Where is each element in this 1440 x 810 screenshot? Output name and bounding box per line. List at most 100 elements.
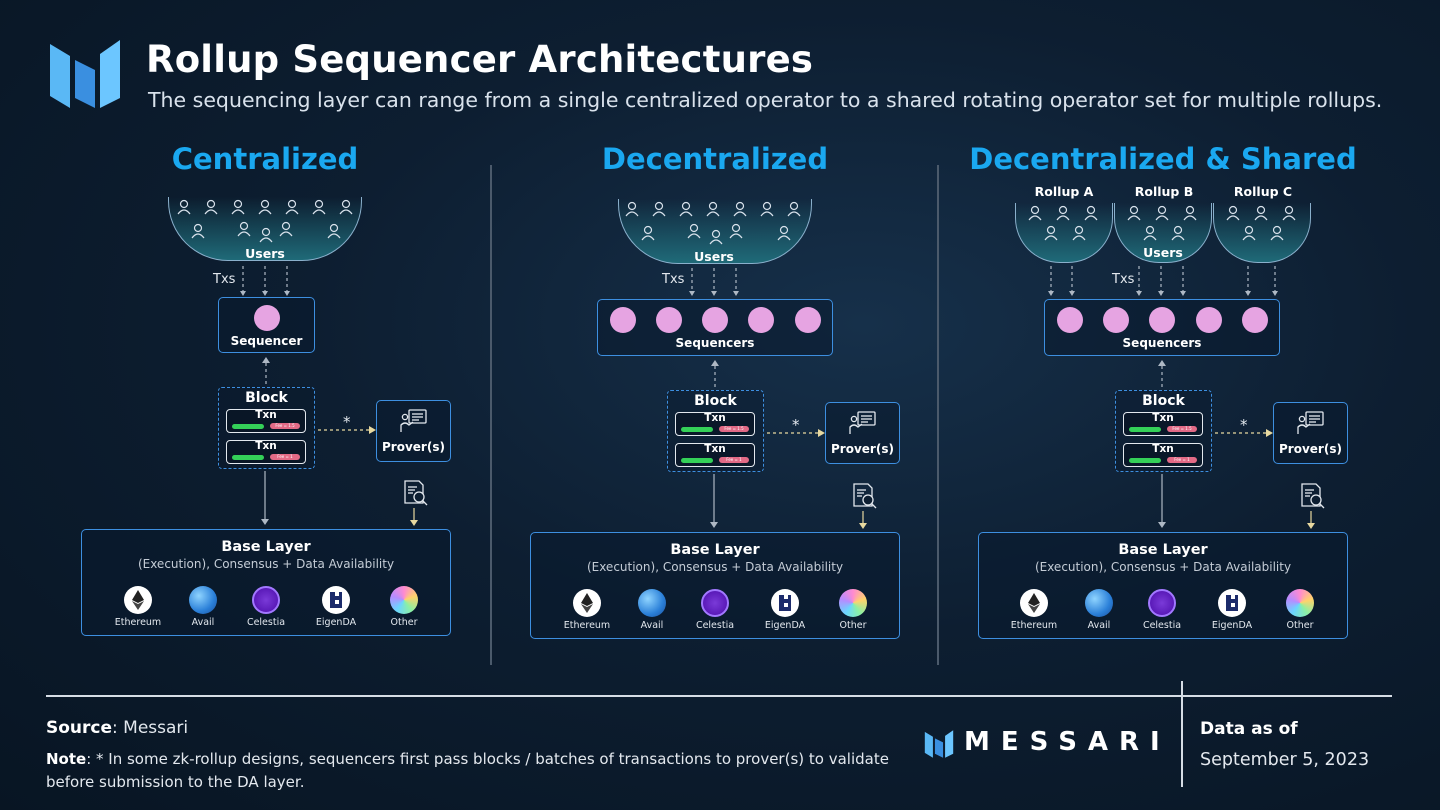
sequencer-node xyxy=(1057,307,1083,333)
sequencer-node xyxy=(610,307,636,333)
avail-icon xyxy=(189,586,217,614)
source-line: Source: Messari xyxy=(46,718,188,738)
note-value: : * In some zk-rollup designs, sequencer… xyxy=(46,750,889,791)
ethereum-glyph xyxy=(581,593,593,613)
block-to-prover-arrow xyxy=(1215,429,1273,437)
txs-arrows xyxy=(240,266,290,296)
users-label: Users xyxy=(1143,245,1183,260)
txn-label: Txn xyxy=(704,443,726,455)
base-layer-subtitle: (Execution), Consensus + Data Availabili… xyxy=(1034,560,1292,574)
txs-arrows xyxy=(689,268,739,296)
page-title: Rollup Sequencer Architectures xyxy=(146,38,814,81)
sequencer-to-block-arrow xyxy=(1158,360,1166,387)
messari-brand-icon xyxy=(924,730,954,758)
note-line: Note: * In some zk-rollup designs, seque… xyxy=(46,748,906,794)
chain-label: EigenDA xyxy=(764,620,806,631)
sequencers-label: Sequencers xyxy=(1122,336,1202,350)
rollup-label: Rollup B xyxy=(1134,184,1194,199)
eigenda-glyph xyxy=(1226,595,1238,611)
chain-label: Ethereum xyxy=(114,617,162,628)
txs-label: Txs xyxy=(662,272,685,287)
footnote-star: * xyxy=(792,416,800,434)
certificate-presenter-icon xyxy=(1297,411,1324,434)
base-layer-subtitle: (Execution), Consensus + Data Availabili… xyxy=(137,557,395,571)
sequencer-node xyxy=(748,307,774,333)
base-layer-title: Base Layer xyxy=(1118,542,1208,558)
txn-label: Txn xyxy=(255,409,277,421)
base-layer-title: Base Layer xyxy=(670,542,760,558)
txn-label: Txn xyxy=(1152,443,1174,455)
block-label: Block xyxy=(694,393,737,409)
sequencer-node xyxy=(1196,307,1222,333)
eigenda-glyph xyxy=(330,592,342,608)
document-search-icon xyxy=(853,483,877,509)
chain-label: Celestia xyxy=(246,617,286,628)
sequencer-to-block-arrow xyxy=(711,360,719,387)
txn-label: Txn xyxy=(255,440,277,452)
txn-card xyxy=(675,443,755,467)
txn-card xyxy=(675,412,755,436)
users-icon xyxy=(625,201,801,245)
chain-label: Ethereum xyxy=(563,620,611,631)
block-to-base-arrow xyxy=(1158,474,1166,528)
txn-card xyxy=(1123,443,1203,467)
footer-vertical-divider xyxy=(1181,681,1183,787)
sequencers-label: Sequencers xyxy=(675,336,755,350)
chain-label: EigenDA xyxy=(315,617,357,628)
footnote-star: * xyxy=(343,413,351,431)
block-to-prover-arrow xyxy=(767,429,825,437)
base-layer-box xyxy=(81,529,451,636)
txn-fee-badge: Fee = 1.5 xyxy=(270,423,300,429)
sequencer-node xyxy=(795,307,821,333)
txn-data-bar xyxy=(1129,458,1161,463)
prover-to-base-arrow xyxy=(410,508,418,526)
base-layer-title: Base Layer xyxy=(221,539,311,555)
source-label: Source xyxy=(46,718,113,738)
chain-label: Avail xyxy=(1087,620,1111,631)
block-label: Block xyxy=(245,390,288,406)
other-icon xyxy=(839,589,867,617)
block-to-prover-arrow xyxy=(318,426,376,434)
column-title-centralized: Centralized xyxy=(171,142,359,176)
rollup-label: Rollup C xyxy=(1233,184,1293,199)
column-title-decentralized-shared: Decentralized & Shared xyxy=(969,142,1357,176)
txs-label: Txs xyxy=(213,272,236,287)
users-icon xyxy=(177,199,353,243)
chain-label: Avail xyxy=(191,617,215,628)
base-layer-box xyxy=(978,532,1348,639)
users-label: Users xyxy=(245,246,285,261)
sequencer-node xyxy=(1242,307,1268,333)
column-divider xyxy=(490,165,492,665)
sequencer-to-block-arrow xyxy=(262,357,270,384)
txn-data-bar xyxy=(681,458,713,463)
ethereum-glyph xyxy=(1028,593,1040,613)
data-as-of-date: September 5, 2023 xyxy=(1200,750,1370,770)
txn-data-bar xyxy=(1129,427,1161,432)
celestia-icon xyxy=(1148,589,1176,617)
sequencer-node xyxy=(1149,307,1175,333)
txn-fee-badge: Fee = 1.5 xyxy=(719,426,749,432)
prover-label: Prover(s) xyxy=(831,442,894,456)
txn-card xyxy=(226,409,306,433)
chain-label: Avail xyxy=(640,620,664,631)
chain-label: Ethereum xyxy=(1010,620,1058,631)
source-value: : Messari xyxy=(112,718,189,738)
data-as-of-label: Data as of xyxy=(1200,719,1298,739)
sequencer-node xyxy=(1103,307,1129,333)
txs-arrows xyxy=(1048,266,1278,296)
prover-to-base-arrow xyxy=(859,511,867,529)
celestia-icon xyxy=(252,586,280,614)
txn-fee-badge: Fee = 1 xyxy=(270,454,300,460)
note-label: Note xyxy=(46,750,87,768)
footnote-star: * xyxy=(1240,416,1248,434)
avail-icon xyxy=(638,589,666,617)
txn-fee-badge: Fee = 1 xyxy=(1167,457,1197,463)
column-divider xyxy=(937,165,939,665)
txn-fee-badge: Fee = 1 xyxy=(719,457,749,463)
chain-label: Other xyxy=(390,617,418,628)
other-icon xyxy=(1286,589,1314,617)
txn-data-bar xyxy=(232,455,264,460)
chain-label: Other xyxy=(1286,620,1314,631)
txn-label: Txn xyxy=(704,412,726,424)
page-subtitle: The sequencing layer can range from a si… xyxy=(148,88,1383,112)
